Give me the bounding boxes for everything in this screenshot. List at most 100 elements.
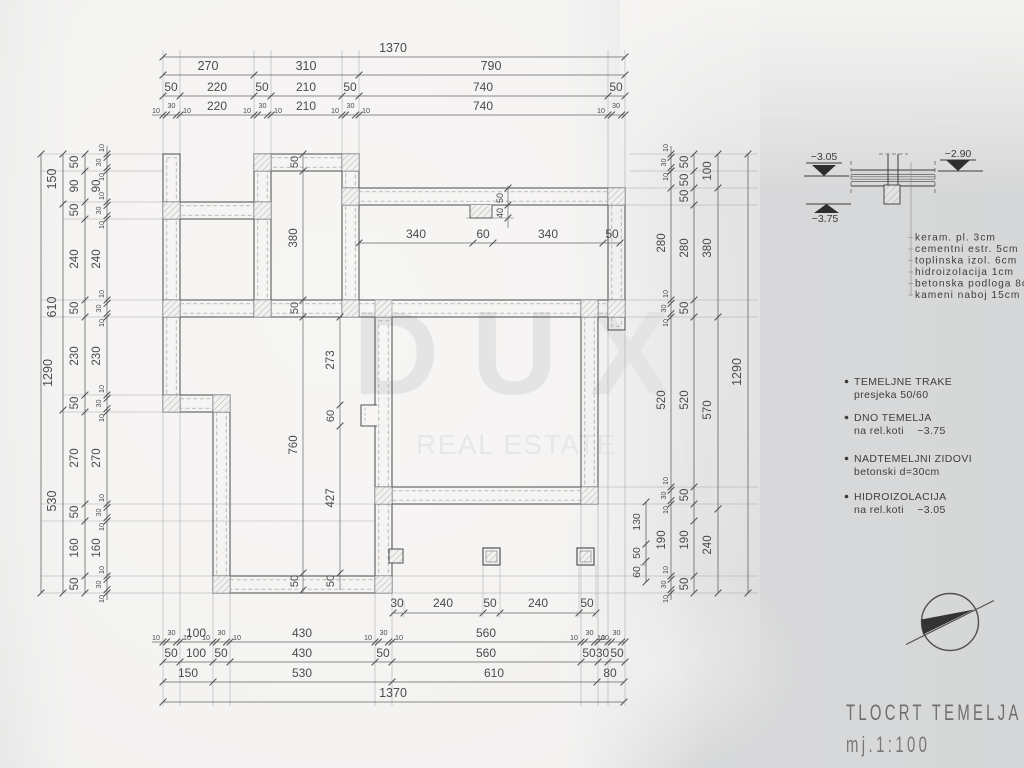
svg-text:760: 760 <box>288 435 300 454</box>
svg-text:310: 310 <box>296 59 317 73</box>
svg-text:10: 10 <box>97 144 106 152</box>
svg-text:220: 220 <box>207 80 227 94</box>
svg-text:520: 520 <box>679 390 691 409</box>
svg-text:10: 10 <box>233 633 241 642</box>
svg-text:10: 10 <box>97 221 106 229</box>
svg-text:740: 740 <box>473 80 493 94</box>
svg-text:50: 50 <box>580 596 594 610</box>
svg-text:50: 50 <box>69 506 81 519</box>
svg-text:80: 80 <box>603 666 617 680</box>
svg-text:100: 100 <box>186 626 206 640</box>
svg-text:10: 10 <box>97 290 106 298</box>
svg-text:430: 430 <box>292 626 312 640</box>
svg-text:50: 50 <box>631 547 643 559</box>
svg-text:30: 30 <box>94 581 103 589</box>
svg-text:10: 10 <box>152 106 160 115</box>
svg-text:10: 10 <box>601 633 609 642</box>
svg-text:betonski d=30cm: betonski d=30cm <box>854 466 940 478</box>
svg-text:50: 50 <box>255 80 269 94</box>
svg-text:190: 190 <box>679 530 691 549</box>
svg-text:REAL ESTATE: REAL ESTATE <box>416 429 617 460</box>
svg-text:NADTEMELJNI ZIDOVI: NADTEMELJNI ZIDOVI <box>854 453 972 465</box>
svg-text:190: 190 <box>656 530 668 549</box>
svg-text:10: 10 <box>661 290 670 298</box>
svg-text:10: 10 <box>97 414 106 422</box>
svg-text:10: 10 <box>395 633 403 642</box>
svg-text:530: 530 <box>292 666 312 680</box>
svg-text:30: 30 <box>168 628 176 637</box>
svg-text:340: 340 <box>406 227 426 241</box>
svg-text:na rel.koti −3.05: na rel.koti −3.05 <box>854 504 946 516</box>
svg-text:30: 30 <box>94 159 103 167</box>
svg-text:50: 50 <box>289 302 301 314</box>
svg-text:610: 610 <box>484 666 504 680</box>
svg-text:30: 30 <box>218 628 226 637</box>
svg-text:30: 30 <box>659 492 668 500</box>
svg-text:10: 10 <box>97 494 106 502</box>
svg-text:50: 50 <box>605 227 619 241</box>
svg-text:10: 10 <box>661 319 670 327</box>
svg-text:100: 100 <box>186 646 206 660</box>
svg-text:−3.05: −3.05 <box>811 151 838 163</box>
svg-text:10: 10 <box>597 633 605 642</box>
svg-text:340: 340 <box>538 227 558 241</box>
svg-text:betonska podloga 8cm: betonska podloga 8cm <box>915 279 1024 290</box>
svg-text:−3.75: −3.75 <box>812 213 839 225</box>
svg-text:30: 30 <box>390 596 404 610</box>
svg-text:10: 10 <box>661 595 670 603</box>
svg-text:10: 10 <box>570 633 578 642</box>
svg-text:240: 240 <box>702 535 714 554</box>
svg-text:30: 30 <box>612 101 620 110</box>
svg-text:50: 50 <box>69 156 81 169</box>
svg-text:30: 30 <box>94 305 103 313</box>
svg-text:HIDROIZOLACIJA: HIDROIZOLACIJA <box>854 491 947 503</box>
svg-text:150: 150 <box>178 666 198 680</box>
svg-text:mj.1:100: mj.1:100 <box>846 733 930 758</box>
svg-text:50: 50 <box>164 80 178 94</box>
svg-text:60: 60 <box>631 566 643 578</box>
svg-text:240: 240 <box>433 596 453 610</box>
svg-text:30: 30 <box>94 509 103 517</box>
svg-text:50: 50 <box>376 646 390 660</box>
svg-text:270: 270 <box>198 59 219 73</box>
svg-text:50: 50 <box>679 190 691 203</box>
svg-text:10: 10 <box>274 106 282 115</box>
svg-text:10: 10 <box>597 106 605 115</box>
svg-text:hidroizolacija 1cm: hidroizolacija 1cm <box>915 267 1014 278</box>
svg-text:230: 230 <box>69 346 81 365</box>
svg-text:50: 50 <box>582 646 596 660</box>
svg-text:1370: 1370 <box>379 41 407 55</box>
svg-text:50: 50 <box>610 646 624 660</box>
svg-text:10: 10 <box>97 173 106 181</box>
svg-text:560: 560 <box>476 646 496 660</box>
svg-text:230: 230 <box>91 346 103 365</box>
svg-text:50: 50 <box>679 156 691 169</box>
svg-text:1370: 1370 <box>379 686 407 700</box>
svg-text:10: 10 <box>362 106 370 115</box>
svg-text:520: 520 <box>656 390 668 409</box>
svg-text:30: 30 <box>168 101 176 110</box>
svg-text:10: 10 <box>97 385 106 393</box>
svg-text:−2.90: −2.90 <box>945 148 972 160</box>
svg-text:570: 570 <box>702 400 714 419</box>
svg-text:30: 30 <box>659 159 668 167</box>
svg-text:210: 210 <box>296 80 316 94</box>
svg-text:30: 30 <box>659 305 668 313</box>
svg-text:50: 50 <box>214 646 228 660</box>
svg-text:50: 50 <box>69 302 81 315</box>
svg-text:160: 160 <box>69 538 81 557</box>
svg-text:10: 10 <box>183 633 191 642</box>
svg-text:10: 10 <box>661 144 670 152</box>
svg-text:50: 50 <box>69 204 81 217</box>
svg-text:30: 30 <box>94 207 103 215</box>
svg-text:1290: 1290 <box>730 358 744 386</box>
svg-text:530: 530 <box>45 491 59 512</box>
svg-text:790: 790 <box>481 59 502 73</box>
svg-text:30: 30 <box>586 628 594 637</box>
svg-text:240: 240 <box>69 249 81 268</box>
svg-text:90: 90 <box>91 180 103 193</box>
svg-text:270: 270 <box>91 448 103 467</box>
svg-text:presjeka 50/60: presjeka 50/60 <box>854 389 928 401</box>
svg-text:10: 10 <box>97 566 106 574</box>
svg-text:150: 150 <box>45 169 59 190</box>
